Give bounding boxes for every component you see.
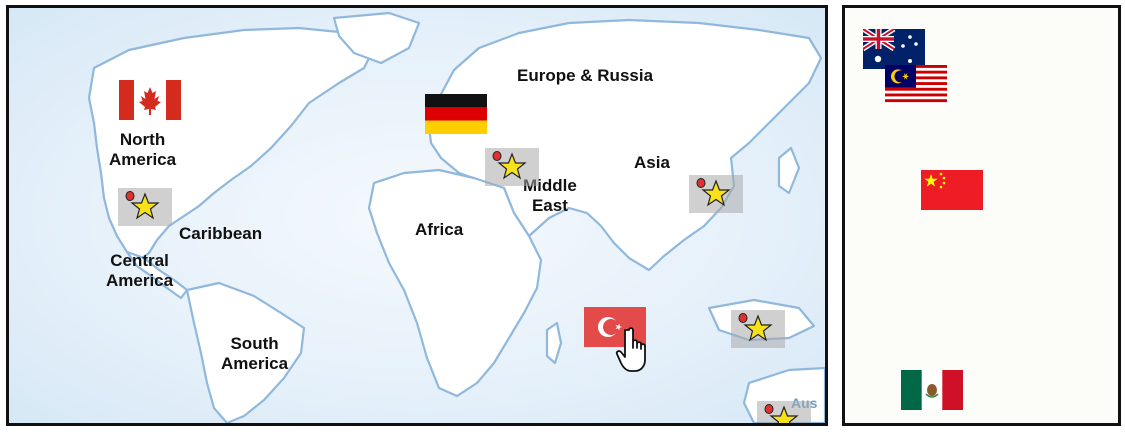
star-icon [492, 151, 527, 180]
star-icon [738, 313, 773, 342]
drop-slot-asia[interactable] [689, 175, 743, 213]
region-label-caribbean: Caribbean [179, 224, 263, 243]
region-label-asia: Asia [634, 153, 670, 172]
flag-canada[interactable] [119, 80, 181, 120]
central-america-landmass [125, 250, 189, 300]
drop-slot-australia[interactable] [757, 401, 811, 423]
region-label-europe-russia: Europe & Russia [517, 66, 654, 85]
region-label-central-america: Central America [106, 251, 174, 290]
flag-australia[interactable] [863, 29, 925, 69]
japan-landmass [777, 146, 801, 195]
flag-mexico[interactable] [901, 370, 963, 410]
flag-tray-panel [842, 5, 1121, 426]
greenland-landmass [332, 11, 421, 65]
star-icon [696, 178, 731, 207]
drop-slot-north-america[interactable] [118, 188, 172, 226]
flag-malaysia[interactable] [885, 65, 947, 105]
world-map-panel: Europe & Russia North America Asia Middl… [6, 5, 828, 426]
star-icon [764, 404, 799, 423]
flag-china[interactable] [921, 170, 983, 210]
star-icon [125, 191, 160, 220]
drop-slot-middle-east[interactable] [485, 148, 539, 186]
region-label-south-america: South America [221, 334, 289, 373]
region-label-north-america: North America [109, 130, 177, 169]
madagascar-landmass [545, 321, 563, 365]
south-america-landmass [185, 281, 306, 423]
drop-slot-southeast-asia[interactable] [731, 310, 785, 348]
region-label-africa: Africa [415, 220, 464, 239]
hand-pointer-icon [615, 327, 646, 372]
flag-germany[interactable] [425, 94, 487, 134]
